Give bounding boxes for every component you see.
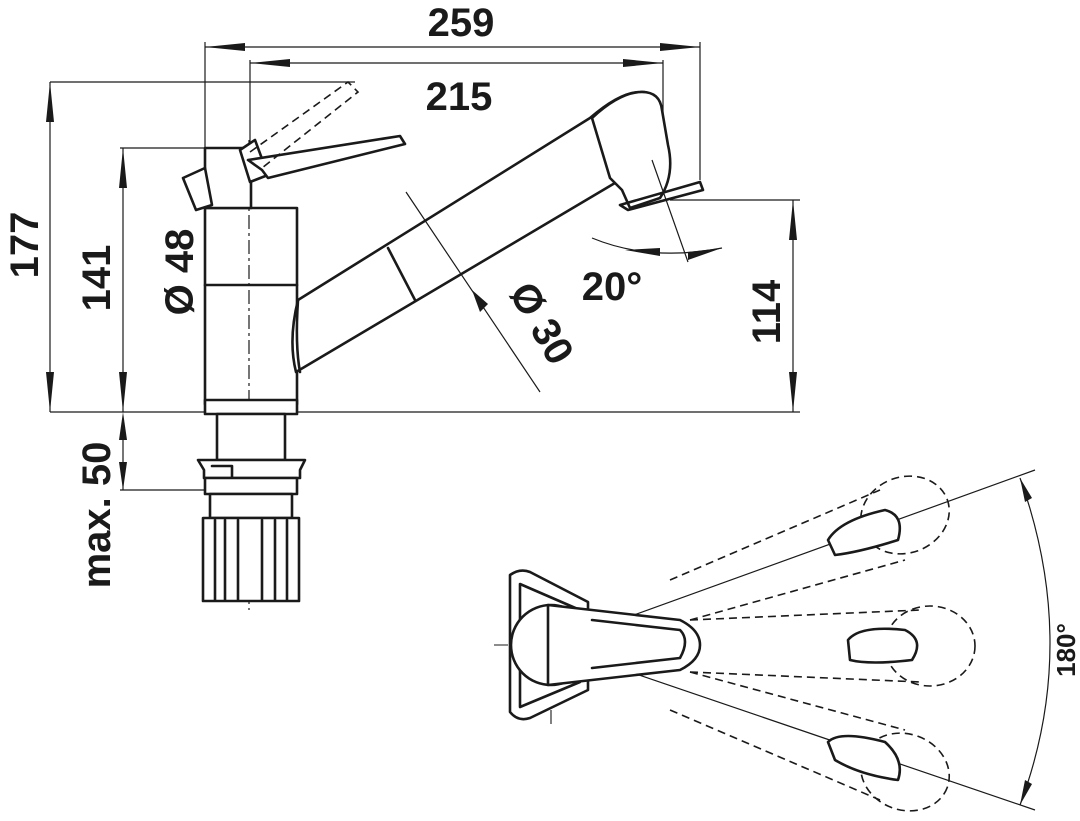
dimension-259 bbox=[205, 43, 700, 51]
dim-label-angle-20: 20° bbox=[582, 265, 643, 309]
dimension-177 bbox=[46, 82, 54, 412]
faucet-top-view: 180° bbox=[494, 469, 1080, 812]
dim-label-177: 177 bbox=[3, 212, 47, 279]
lever-cartridge bbox=[181, 80, 407, 212]
lever-center bbox=[546, 603, 702, 687]
dim-label-diameter-30: Ø 30 bbox=[501, 275, 582, 372]
dimension-141 bbox=[119, 148, 127, 412]
dim-label-max-50: max. 50 bbox=[75, 442, 119, 589]
dim-label-141: 141 bbox=[75, 245, 119, 312]
dim-label-diameter-48: Ø 48 bbox=[158, 229, 202, 316]
dimension-215 bbox=[250, 59, 663, 67]
lever-ghost-lower bbox=[669, 671, 951, 812]
faucet-side-view: 259 215 177 141 max. 50 bbox=[3, 1, 800, 610]
faucet-body bbox=[196, 140, 307, 610]
dim-label-259: 259 bbox=[428, 1, 495, 45]
dim-label-rotation-180: 180° bbox=[1051, 623, 1080, 677]
dim-label-114: 114 bbox=[745, 279, 789, 344]
dimension-rotation-180 bbox=[1019, 477, 1051, 806]
knob-ribs bbox=[213, 518, 289, 602]
extension-lines bbox=[50, 42, 800, 491]
dimension-114 bbox=[789, 200, 797, 412]
dim-label-215: 215 bbox=[426, 75, 493, 119]
pull-out-spout bbox=[291, 90, 723, 393]
lever-ghost-upper bbox=[669, 475, 951, 621]
dimension-max-50 bbox=[119, 412, 127, 490]
lever-ghost-center bbox=[689, 605, 976, 687]
